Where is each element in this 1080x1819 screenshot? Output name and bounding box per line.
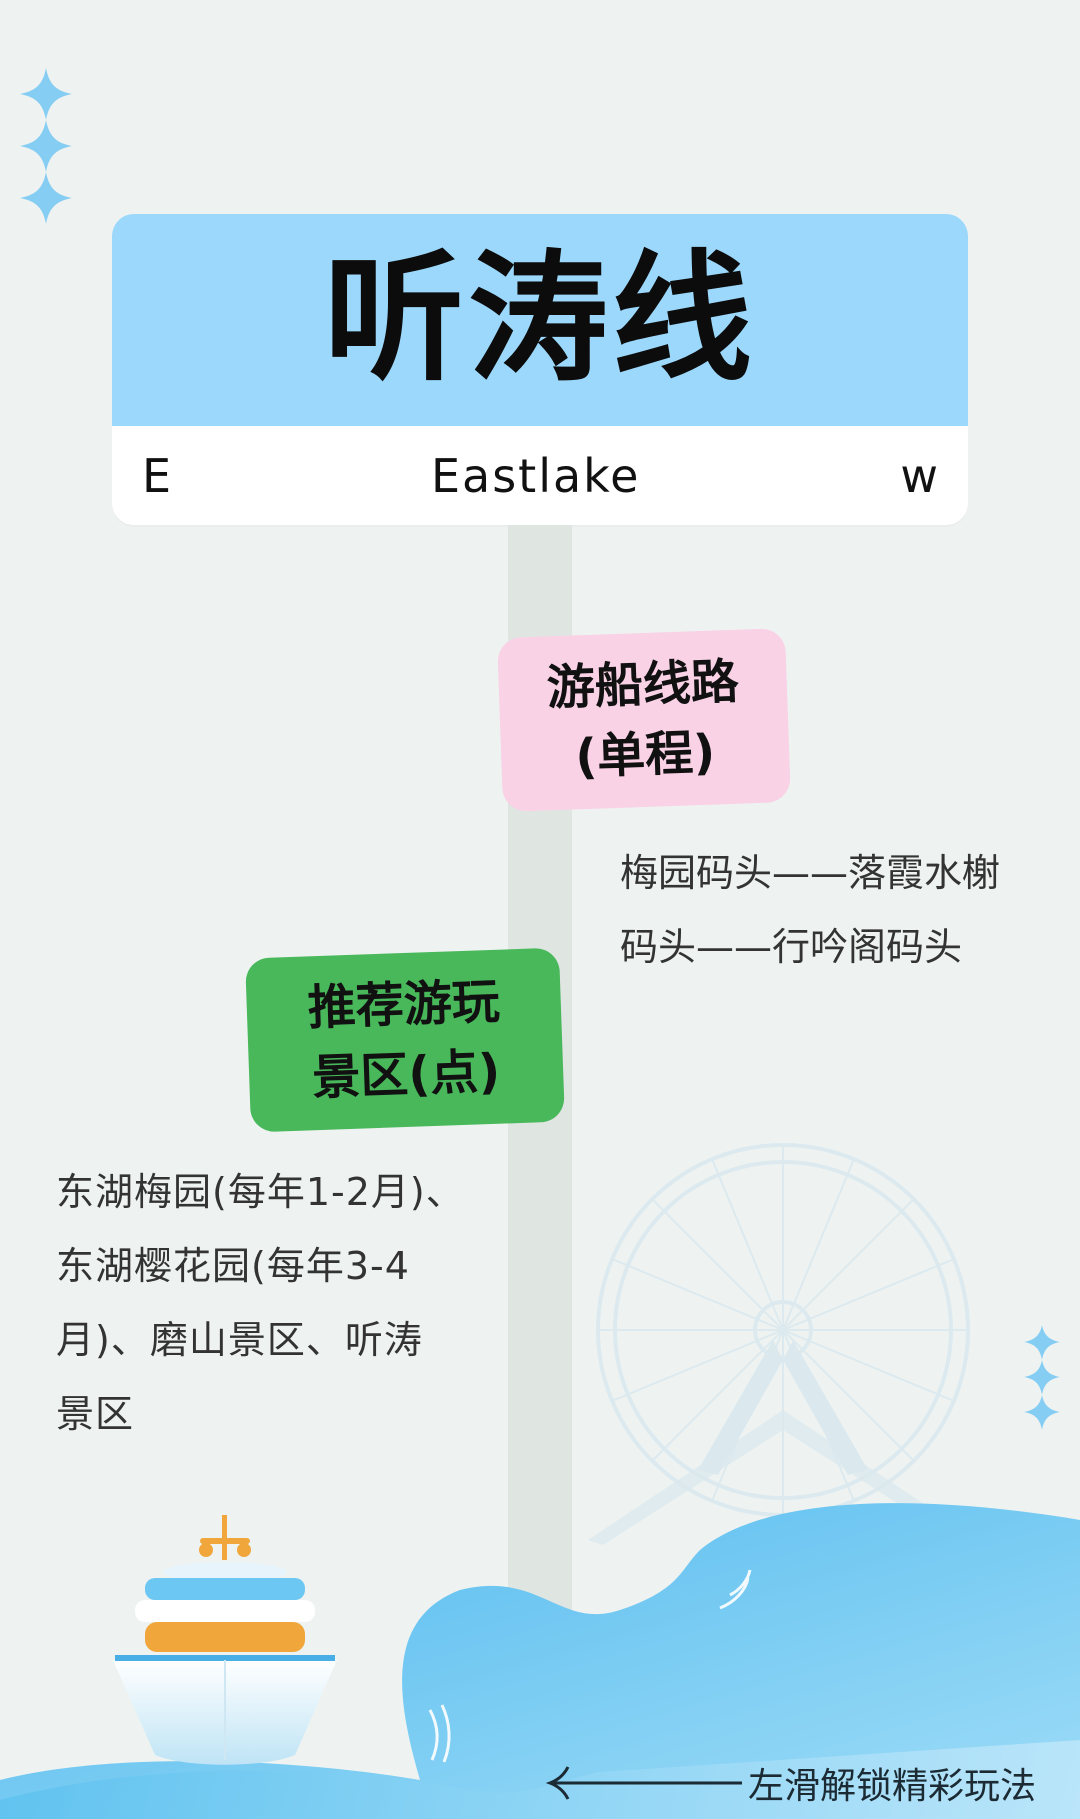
route-tag: 游船线路 (单程) <box>497 628 791 812</box>
sparkle-icon-group-top <box>20 68 72 224</box>
route-sign: 听涛线 E Eastlake w <box>112 214 968 525</box>
route-desc-line1: 梅园码头——落霞水榭 <box>620 851 1001 895</box>
spots-tag: 推荐游玩 景区(点) <box>245 947 565 1133</box>
sign-header: 听涛线 <box>112 214 968 426</box>
spots-tag-line1: 推荐游玩 <box>306 973 501 1037</box>
sign-center-label: Eastlake <box>430 448 641 503</box>
spots-desc-line1: 东湖梅园(每年1-2月)、 <box>56 1170 465 1214</box>
spots-desc-line4: 景区 <box>56 1392 135 1436</box>
route-tag-line2: (单程) <box>574 724 717 786</box>
swipe-hint[interactable]: 左滑解锁精彩玩法 <box>546 1758 1066 1808</box>
wave-shape <box>0 1503 1080 1819</box>
swipe-hint-text: 左滑解锁精彩玩法 <box>748 1766 1037 1807</box>
spots-tag-line2: 景区(点) <box>311 1043 502 1107</box>
cruise-ship-icon <box>113 1515 337 1765</box>
arrow-left-icon <box>546 1766 742 1800</box>
sparkle-icon-group-right <box>1024 1325 1060 1430</box>
sign-title: 听涛线 <box>323 238 756 401</box>
route-description: 梅园码头——落霞水榭 码头——行吟阁码头 <box>620 836 1040 984</box>
spots-description: 东湖梅园(每年1-2月)、 东湖樱花园(每年3-4 月)、磨山景区、听涛 景区 <box>56 1155 476 1451</box>
spots-desc-line2: 东湖樱花园(每年3-4 <box>56 1244 410 1288</box>
sign-left-direction: E <box>142 448 172 503</box>
route-desc-line2: 码头——行吟阁码头 <box>620 925 963 969</box>
route-tag-line1: 游船线路 <box>545 653 740 717</box>
sign-direction-bar: E Eastlake w <box>112 426 968 525</box>
spots-desc-line3: 月)、磨山景区、听涛 <box>56 1318 423 1362</box>
sign-right-direction: w <box>900 448 938 503</box>
ferris-wheel-icon <box>588 1143 978 1545</box>
